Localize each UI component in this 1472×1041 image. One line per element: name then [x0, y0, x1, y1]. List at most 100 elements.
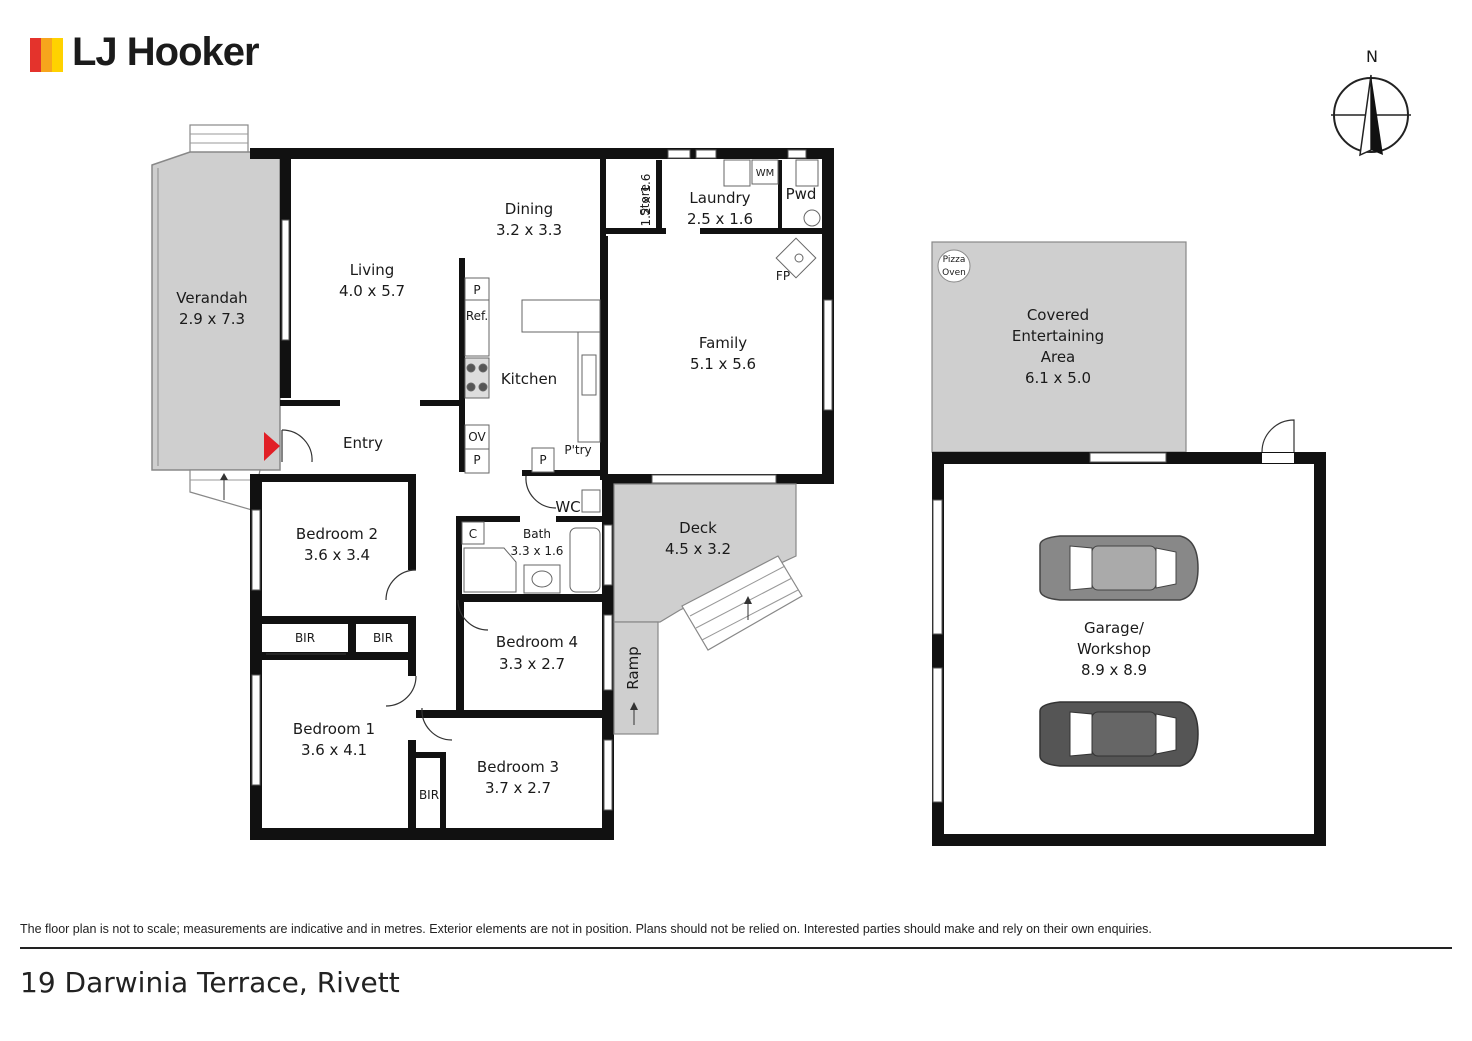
wall: [456, 516, 520, 522]
fridge-space: [464, 299, 490, 357]
family-name: Family: [699, 334, 747, 352]
bath-size: 3.3 x 1.6: [511, 544, 564, 558]
garage-door-swing: [1261, 419, 1295, 453]
burner: [466, 363, 476, 373]
label-bir-right: BIR: [373, 631, 393, 645]
fixture-labels: P Ref. OV P P P'try WM FP BIR BIR BIR C …: [295, 168, 966, 802]
wall: [600, 150, 606, 236]
pizza-oven: [937, 249, 971, 283]
wall: [408, 474, 416, 570]
compass: N: [1331, 47, 1411, 157]
wc-toilet: [581, 489, 601, 513]
wall: [348, 616, 356, 660]
covered-line3: Area: [1041, 348, 1076, 366]
garage-window: [932, 499, 943, 635]
bedroom4-name: Bedroom 4: [496, 633, 578, 651]
deck-size: 4.5 x 3.2: [665, 540, 731, 558]
bedroom1-name: Bedroom 1: [293, 720, 375, 738]
disclaimer: The floor plan is not to scale; measurem…: [20, 922, 1152, 936]
covered-line1: Covered: [1027, 306, 1089, 324]
pantry-cupboard-lower: [464, 448, 490, 474]
car-roof: [1091, 711, 1157, 757]
brand-logo: LJ Hooker: [30, 30, 270, 80]
wall: [408, 740, 416, 840]
label-p-pantry: P: [539, 453, 546, 467]
step-line: [701, 589, 799, 641]
wall: [556, 516, 602, 522]
cooktop: [464, 357, 490, 399]
window: [603, 739, 613, 811]
laundry-fixtures: [723, 159, 821, 279]
label-bir-bed3: BIR: [419, 788, 439, 802]
bedroom2-name: Bedroom 2: [296, 525, 378, 543]
wall: [459, 258, 465, 472]
laundry-name: Laundry: [689, 189, 750, 207]
washing-machine-box: [751, 159, 779, 185]
wc-label: WC: [555, 498, 580, 516]
car-rear-window: [1155, 713, 1177, 755]
covered-line2: Entertaining: [1012, 327, 1104, 345]
wall: [456, 594, 612, 602]
label-pizza-2: Oven: [942, 268, 966, 278]
deck-name: Deck: [679, 519, 717, 537]
garage-door-gap: [1262, 453, 1294, 463]
wall: [408, 616, 416, 676]
brand-name: LJ Hooker: [72, 30, 260, 74]
window: [651, 474, 777, 484]
car-icon: [1039, 701, 1199, 767]
door-swing: [421, 707, 453, 741]
garage-window: [1089, 452, 1167, 463]
compass-north-label: N: [1366, 47, 1378, 66]
label-ov: OV: [468, 430, 486, 444]
arrow-head: [630, 702, 638, 710]
label-p-lower: P: [473, 453, 480, 467]
door-swing: [385, 675, 417, 707]
dining-name: Dining: [505, 200, 553, 218]
logo-bar-yellow: [52, 38, 63, 72]
car-windshield: [1069, 711, 1093, 757]
bathtub: [569, 527, 601, 593]
divider: [20, 947, 1452, 949]
car-roof: [1091, 545, 1157, 591]
logo-bars: [30, 38, 64, 72]
wall: [420, 400, 460, 406]
arrow-head: [744, 596, 752, 604]
entry-label: Entry: [343, 434, 383, 452]
label-wm: WM: [756, 168, 775, 179]
living-size: 4.0 x 5.7: [339, 282, 405, 300]
door-swing: [525, 475, 557, 509]
step-line: [689, 565, 786, 617]
car-icon: [1039, 535, 1199, 601]
store-label: Store: [638, 184, 652, 216]
entry-marker: [264, 432, 280, 461]
garage-wall-bottom: [932, 834, 1326, 846]
floor-plan: N Verandah 2.9 x 7.3: [151, 47, 1411, 846]
wall: [600, 236, 608, 480]
step-line: [695, 577, 793, 629]
garage-block: [931, 241, 1326, 846]
kitchen-name: Kitchen: [501, 370, 557, 388]
verandah-size: 2.9 x 7.3: [179, 310, 245, 328]
window: [667, 149, 691, 159]
bedroom1-size: 3.6 x 4.1: [301, 741, 367, 759]
bath-fixtures: [461, 489, 601, 594]
covered-size: 6.1 x 5.0: [1025, 369, 1091, 387]
bedroom4-size: 3.3 x 2.7: [499, 655, 565, 673]
dining-size: 3.2 x 3.3: [496, 221, 562, 239]
toilet: [795, 159, 819, 187]
shower: [463, 547, 517, 593]
ramp-label: Ramp: [624, 646, 642, 689]
wall: [280, 400, 340, 406]
wall: [250, 652, 416, 660]
wall: [250, 148, 834, 159]
arrow-head: [220, 473, 228, 480]
compass-needle-dark: [1371, 75, 1383, 155]
window: [603, 524, 613, 586]
wall: [250, 616, 416, 624]
pantry-box: [531, 447, 555, 473]
window: [695, 149, 717, 159]
window: [603, 614, 613, 691]
door-swing: [385, 569, 417, 601]
wall: [456, 594, 464, 710]
bedroom2-size: 3.6 x 3.4: [304, 546, 370, 564]
